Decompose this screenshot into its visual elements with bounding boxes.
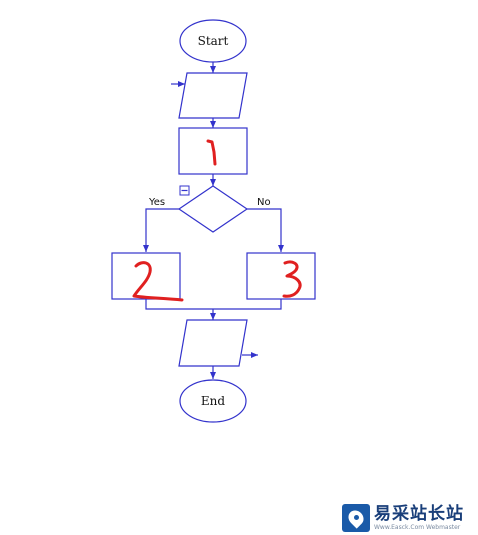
handwritten-3	[282, 260, 302, 298]
node-start[interactable]: Start	[179, 19, 247, 63]
location-pin-icon	[342, 504, 370, 532]
watermark-text: 易采站长站 Www.Easck.Com Webmaster	[374, 503, 464, 531]
watermark-subtitle: Www.Easck.Com Webmaster	[374, 523, 461, 531]
edges	[143, 62, 284, 379]
edge-step2-output	[145, 299, 213, 310]
end-ellipse	[179, 379, 247, 423]
node-input[interactable]	[178, 72, 248, 119]
node-output[interactable]	[178, 319, 248, 367]
edge-step3-output	[213, 299, 282, 310]
step3-rect	[246, 252, 316, 300]
edge-decision-step3	[247, 208, 284, 252]
node-decision[interactable]	[177, 185, 249, 233]
branch-label-no: No	[257, 197, 271, 208]
start-ellipse	[179, 19, 247, 63]
decision-diamond	[177, 185, 249, 233]
handwritten-1	[206, 139, 217, 166]
branch-label-yes: Yes	[148, 197, 165, 208]
handwritten-2	[132, 261, 184, 302]
node-end[interactable]: End	[179, 379, 247, 423]
start-label: Start	[198, 34, 229, 48]
output-parallelogram	[178, 319, 248, 367]
input-parallelogram	[178, 72, 248, 119]
node-step2[interactable]	[111, 252, 184, 302]
node-step3[interactable]	[246, 252, 316, 300]
node-step1[interactable]	[178, 127, 248, 175]
step2-rect	[111, 252, 181, 300]
flowchart: Start Yes No End	[111, 19, 316, 423]
watermark-title: 易采站长站	[374, 503, 464, 524]
edge-decision-step2	[143, 208, 179, 252]
watermark-logo: 易采站长站 Www.Easck.Com Webmaster	[342, 502, 478, 534]
end-label: End	[201, 394, 225, 408]
